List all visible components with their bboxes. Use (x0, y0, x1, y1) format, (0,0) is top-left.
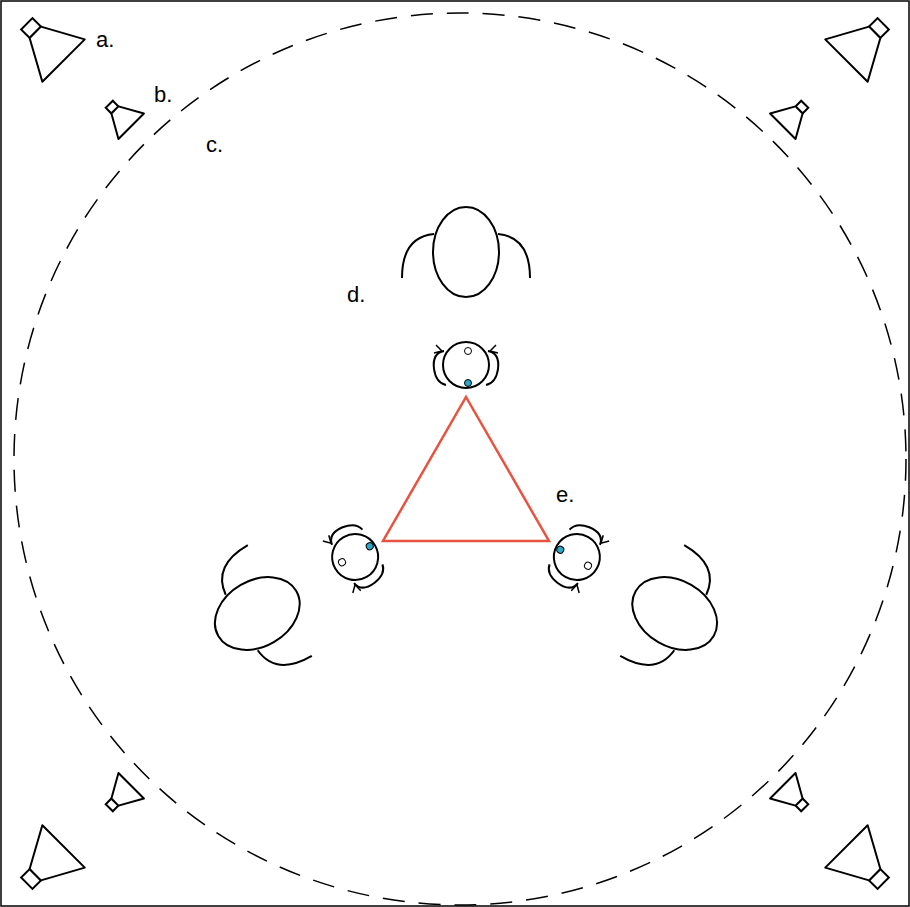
part-letter: a. (96, 29, 114, 51)
part-letter: b. (154, 84, 172, 106)
part-letter: c. (206, 134, 223, 156)
part-letter: e. (556, 484, 574, 506)
part-letter: d. (347, 284, 365, 306)
